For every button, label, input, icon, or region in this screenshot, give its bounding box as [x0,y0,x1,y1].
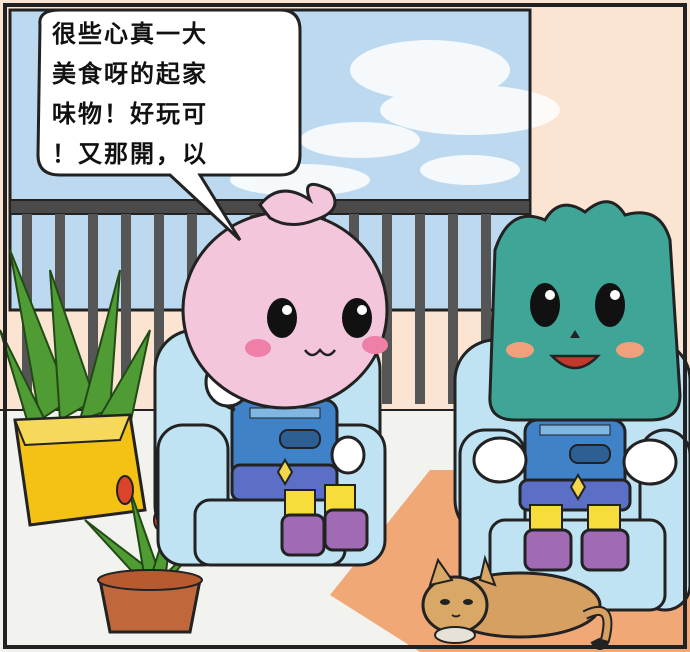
speech-line: 美食呀的起家 [52,60,208,88]
speech-line: ！又那開，以 [52,140,208,168]
speech-line: 很些心真一大 [52,20,208,48]
speech-bubble-text: 很些心真一大 美食呀的起家 味物！好玩可 ！又那開，以 [52,14,288,174]
speech-bubble [36,8,302,242]
cat [421,554,613,650]
potted-plant-left [0,249,151,527]
green-character [472,200,682,572]
pink-character [181,182,389,557]
speech-line: 味物！好玩可 [52,100,208,128]
